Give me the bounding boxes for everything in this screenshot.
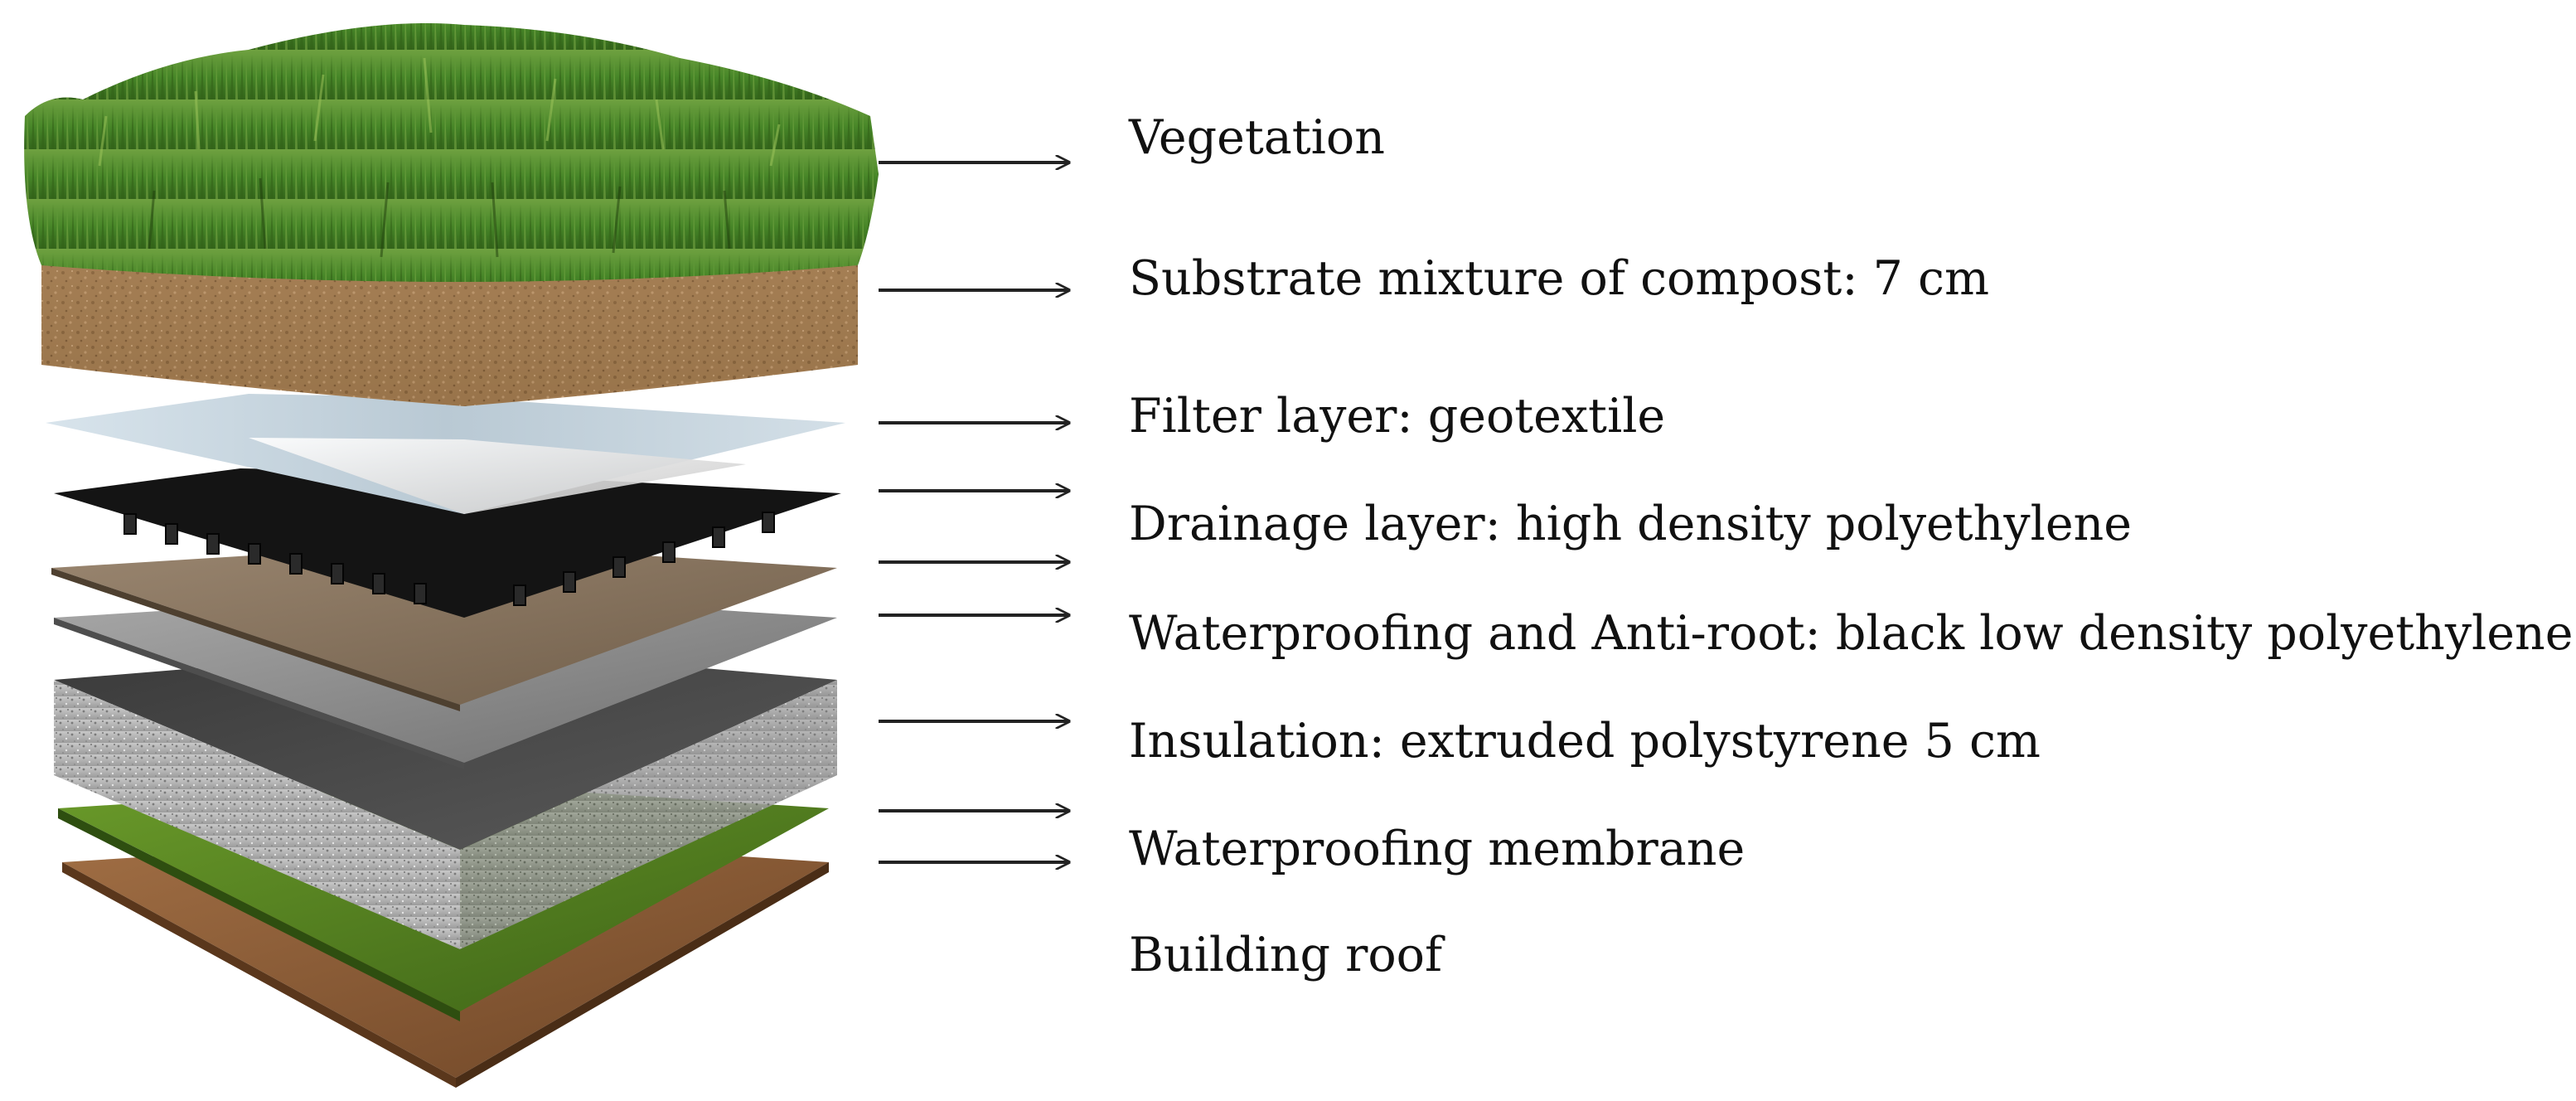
label-drainage-layer: Drainage layer: high density polyethylen…: [1129, 497, 2132, 551]
substrate-layer: [41, 249, 858, 406]
vegetation-layer: [24, 23, 879, 282]
label-insulation: Insulation: extruded polystyrene 5 cm: [1129, 714, 2041, 769]
drainage-layer: [54, 468, 841, 618]
leader-arrows: [879, 162, 1069, 862]
label-waterproofing-anti-root: Waterproofing and Anti-root: black low d…: [1129, 606, 2574, 661]
label-waterproofing-membrane: Waterproofing membrane: [1129, 822, 1746, 876]
label-substrate: Substrate mixture of compost: 7 cm: [1129, 251, 1989, 306]
brown-sheet-layer: [51, 543, 837, 711]
label-vegetation: Vegetation: [1129, 110, 1385, 165]
label-filter-layer: Filter layer: geotextile: [1129, 389, 1666, 444]
filter-layer: [46, 394, 845, 514]
label-building-roof: Building roof: [1129, 928, 1443, 982]
